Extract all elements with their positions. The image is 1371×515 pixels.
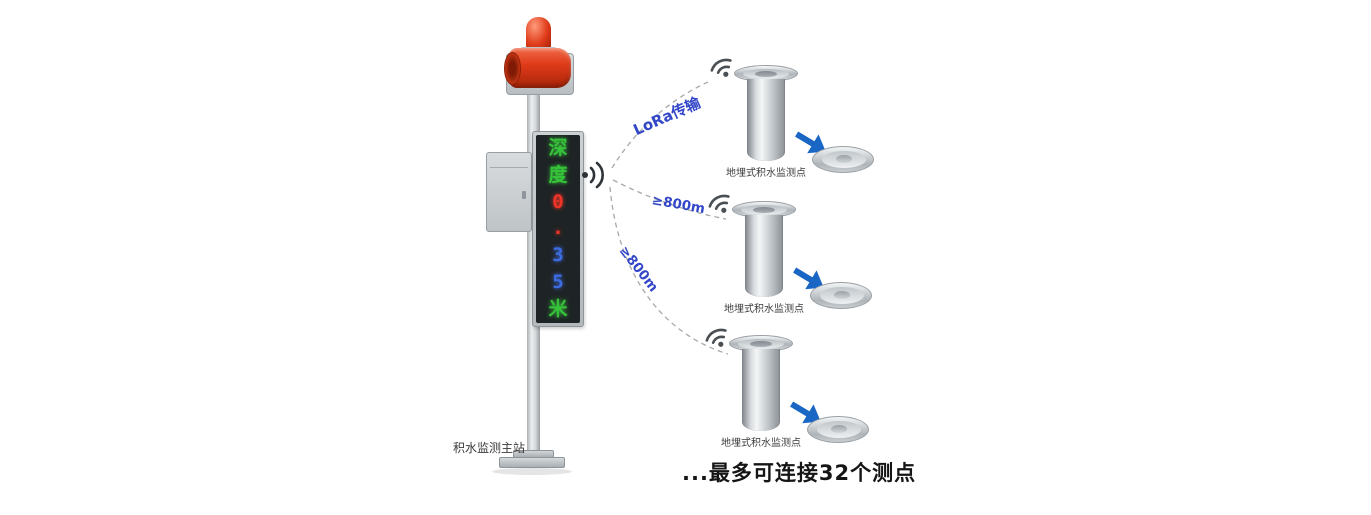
sensor-flange-hole xyxy=(753,207,775,213)
disc-sensor xyxy=(810,282,872,309)
alarm-horn-mouth xyxy=(504,52,521,85)
led-display: 深度 0. 3 5 米 xyxy=(532,131,584,327)
sound-waves-icon xyxy=(580,160,614,194)
led-char: 深 xyxy=(548,136,568,159)
sensor-group-2: 地埋式积水监测点 xyxy=(698,188,888,328)
sensor-label: 地埋式积水监测点 xyxy=(726,168,806,179)
sensor-flange xyxy=(734,65,798,82)
arrow-right-icon xyxy=(786,121,836,170)
sensor-group-3: 地埋式积水监测点 xyxy=(695,322,885,462)
arrow-right-icon xyxy=(781,391,831,440)
wifi-icon xyxy=(703,49,744,90)
led-char: 度 xyxy=(548,163,568,186)
control-box-seam xyxy=(490,167,528,168)
arrow-right-icon xyxy=(784,257,834,306)
disc-sensor-cap xyxy=(834,291,850,299)
led-char: 3 xyxy=(552,244,564,267)
disc-sensor xyxy=(807,416,869,443)
link-curve-middle xyxy=(612,179,727,220)
link-curve-top xyxy=(611,81,709,169)
disc-sensor-cap xyxy=(831,425,847,433)
footer-note: ...最多可连接32个测点 xyxy=(682,461,917,485)
led-char: 5 xyxy=(552,271,564,294)
station-label: 积水监测主站 xyxy=(453,441,526,455)
sensor-flange xyxy=(729,335,793,352)
sensor-body xyxy=(747,79,785,161)
sensor-label: 地埋式积水监测点 xyxy=(724,304,804,315)
sensor-flange-hole xyxy=(755,71,777,77)
led-screen: 深度 0. 3 5 米 xyxy=(536,135,580,323)
alarm-beacon-light xyxy=(526,17,551,50)
control-box xyxy=(486,152,532,232)
ground-shadow xyxy=(492,468,572,475)
wifi-icon xyxy=(701,185,742,226)
station-base-plate xyxy=(499,457,565,468)
led-char: . xyxy=(552,217,564,240)
sensor-label: 地埋式积水监测点 xyxy=(721,438,801,449)
led-char: 0 xyxy=(552,190,564,213)
sensor-group-1: 地埋式积水监测点 xyxy=(700,52,890,192)
led-char: 米 xyxy=(548,297,568,320)
wifi-icon xyxy=(698,319,739,360)
control-box-latch xyxy=(522,191,526,199)
sensor-flange-hole xyxy=(750,341,772,347)
disc-sensor-cap xyxy=(836,155,852,163)
sensor-body xyxy=(745,215,783,297)
sensor-body xyxy=(742,349,780,431)
disc-sensor xyxy=(812,146,874,173)
